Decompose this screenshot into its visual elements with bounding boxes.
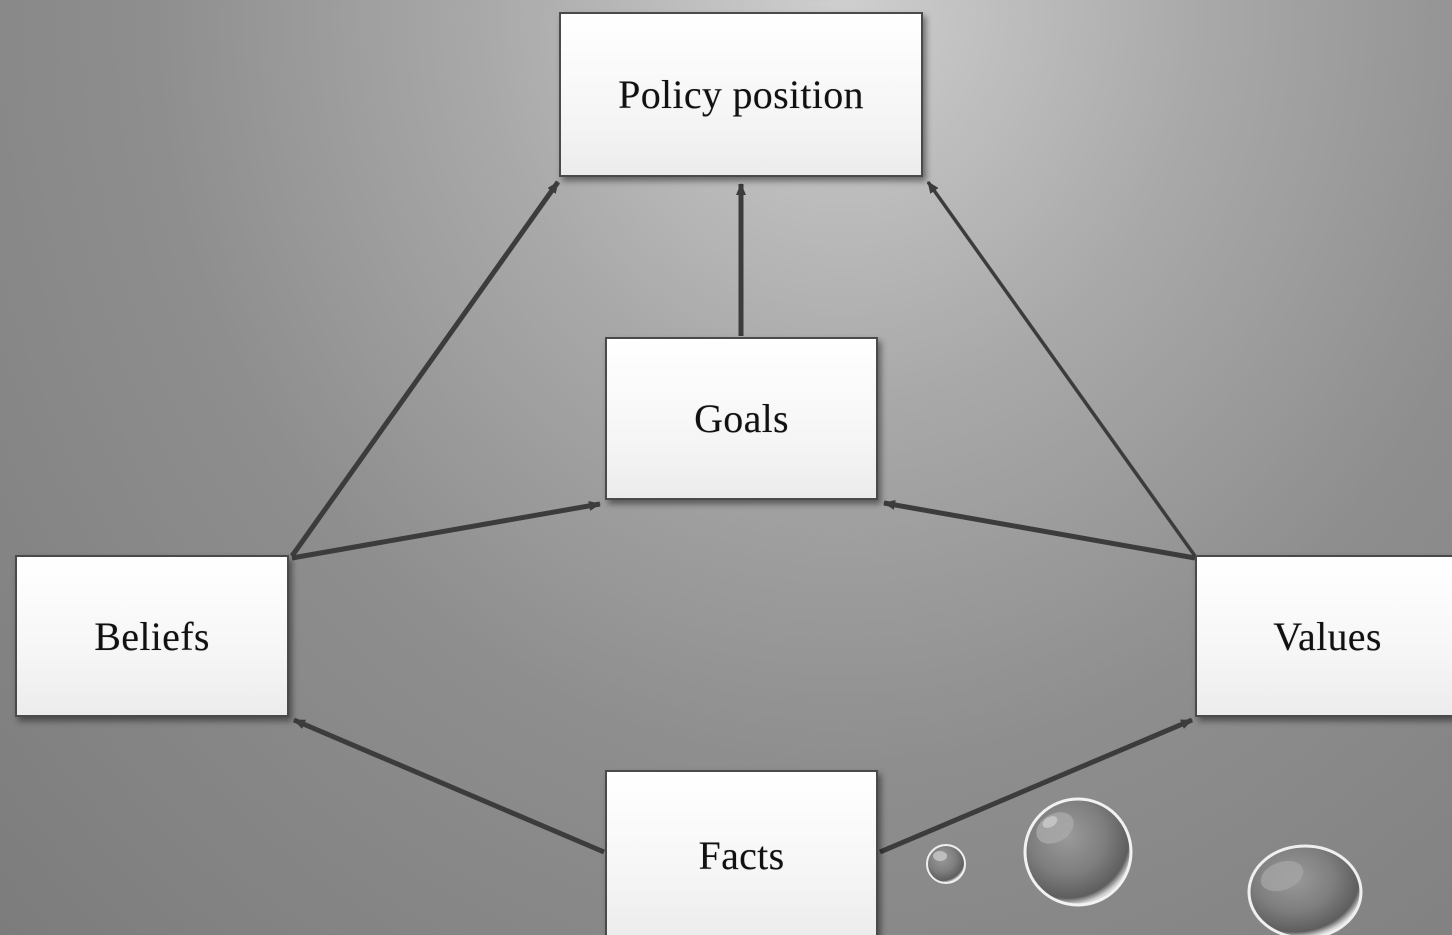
node-label: Facts — [698, 832, 785, 878]
node-goals: Goals — [605, 337, 878, 500]
arrow-values-to-policy — [926, 180, 1197, 558]
arrow-beliefs-to-policy — [289, 180, 561, 558]
node-facts: Facts — [605, 770, 878, 935]
node-label: Goals — [694, 396, 789, 441]
node-label: Policy position — [618, 72, 864, 117]
node-label: Values — [1273, 613, 1382, 659]
node-values: Values — [1195, 555, 1452, 717]
arrow-facts-to-values — [879, 717, 1193, 855]
arrow-values-to-goals — [883, 499, 1196, 561]
arrow-facts-to-beliefs — [293, 717, 605, 855]
node-label: Beliefs — [94, 613, 210, 659]
arrow-beliefs-to-goals — [291, 500, 601, 561]
node-policy-position: Policy position — [559, 12, 923, 177]
node-beliefs: Beliefs — [15, 555, 289, 717]
